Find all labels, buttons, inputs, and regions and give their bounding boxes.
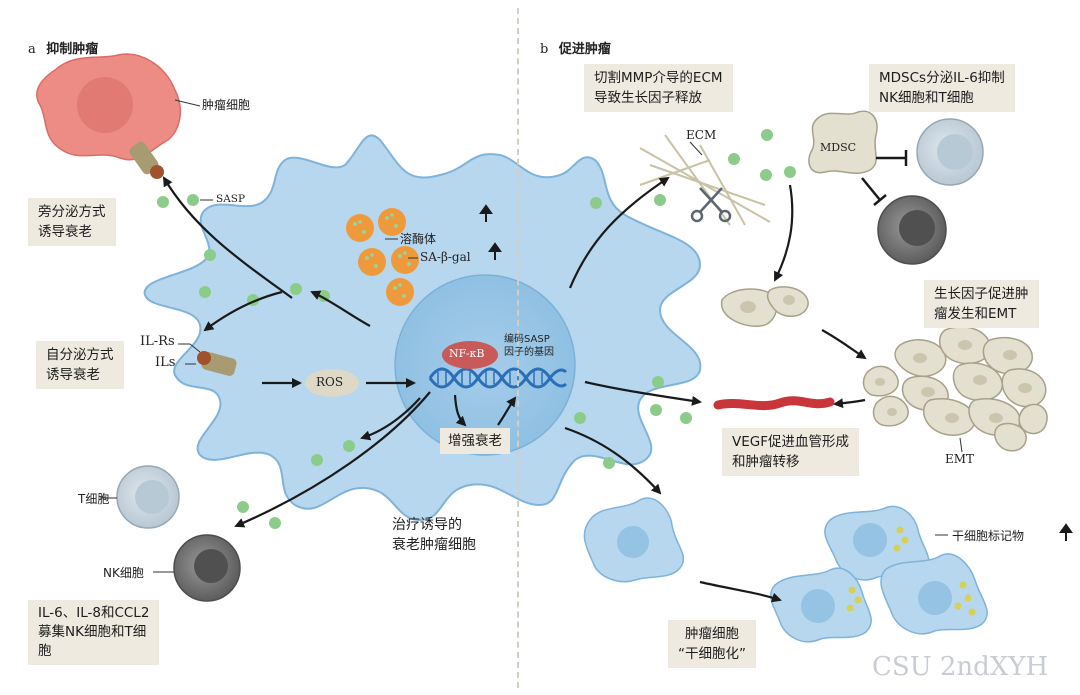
blood-vessel	[713, 396, 835, 411]
pathway-arrows	[162, 176, 867, 603]
il-receptor-icon	[197, 351, 237, 376]
t-cell-label: T细胞	[78, 492, 110, 506]
nk-cell-b	[877, 195, 947, 265]
autocrine-box: 自分泌方式诱导衰老	[36, 341, 124, 389]
mdsc-cell	[808, 110, 878, 174]
sasp-label: SASP	[216, 193, 246, 205]
ecm-fibers	[639, 134, 771, 226]
ils-label: ILs	[155, 355, 176, 370]
emt-label: EMT	[945, 452, 975, 466]
t-cell	[116, 465, 180, 529]
dna-helix-icon	[428, 367, 568, 389]
tumor-cell-label: 肿瘤细胞	[202, 98, 251, 112]
receptor-icon	[129, 141, 164, 179]
nk-cell	[173, 534, 241, 602]
watermark: CSU 2ndXYH	[872, 652, 1049, 682]
ecm-label: ECM	[686, 128, 717, 142]
ros-molecule	[305, 369, 359, 397]
center-cell-label: 治疗诱导的衰老肿瘤细胞	[392, 517, 476, 553]
panel-divider	[517, 8, 519, 688]
scissors-icon	[690, 187, 732, 223]
t-cell-b	[916, 118, 984, 186]
sa-beta-gal-label: SA-β-gal	[420, 250, 471, 264]
panel-b-header: b 促进肿瘤	[540, 42, 611, 57]
growth-factor-box: 生长因子促进肿瘤发生和EMT	[924, 280, 1039, 328]
nk-cell-label: NK细胞	[103, 566, 144, 580]
lysosome-label: 溶酶体	[400, 232, 437, 246]
stem-markers	[846, 526, 976, 616]
ros-label: ROS	[316, 375, 344, 389]
mdsc-label: MDSC	[820, 141, 857, 154]
paracrine-box: 旁分泌方式诱导衰老	[28, 198, 116, 246]
nfkb-label: NF-κB	[449, 347, 485, 360]
stem-marker-label: 干细胞标记物	[952, 529, 1025, 543]
stem-like-cells	[583, 497, 988, 643]
proliferating-cells	[721, 286, 809, 327]
lysosome-cluster	[346, 208, 419, 306]
panel-a-header: a 抑制肿瘤	[28, 42, 99, 57]
vegf-box: VEGF促进血管形成和肿瘤转移	[722, 428, 859, 476]
sasp-vesicles	[157, 129, 796, 529]
up-arrow-icon	[479, 204, 1073, 541]
il-rs-label: IL-Rs	[140, 334, 175, 349]
enhance-senescence-box: 增强衰老	[440, 428, 510, 454]
nfkb-protein	[442, 341, 498, 369]
stemness-box: 肿瘤细胞“干细胞化”	[668, 620, 756, 668]
